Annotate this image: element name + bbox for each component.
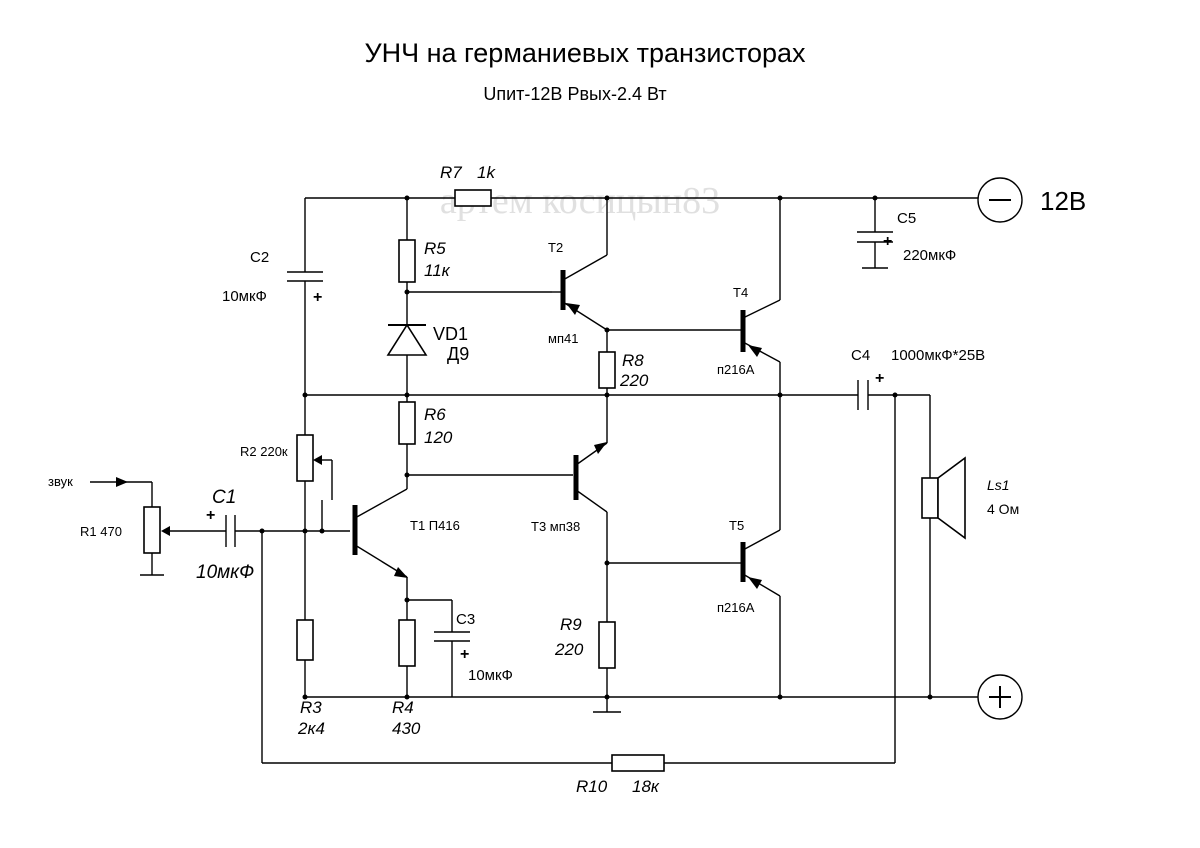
transistor-t5: T5 п216А — [717, 395, 781, 697]
c4-value: 1000мкФ*25В — [891, 347, 985, 364]
r6-name: R6 — [424, 405, 446, 424]
r10-name: R10 — [576, 777, 608, 796]
t4-value: п216А — [717, 362, 755, 377]
ls1-name: Ls1 — [987, 477, 1010, 493]
t2-name: T2 — [548, 240, 563, 255]
negative-supply-terminal: 12В — [977, 177, 1086, 223]
junction-dots — [259, 195, 933, 700]
r8-value: 220 — [619, 371, 649, 390]
r8-name: R8 — [622, 351, 644, 370]
supply-voltage-label: 12В — [1040, 186, 1086, 216]
capacitor-c1: + C1 10мкФ — [164, 487, 305, 583]
diagram-title: УНЧ на германиевых транзисторах — [364, 38, 806, 68]
t4-name: T4 — [733, 285, 748, 300]
resistor-r6: R6 120 — [398, 401, 453, 489]
resistor-r9: R9 220 — [554, 615, 621, 713]
minus-circle-icon — [977, 177, 1023, 223]
c5-plus-sign: + — [883, 233, 892, 250]
ls1-value: 4 Ом — [987, 501, 1019, 517]
c2-name: C2 — [250, 249, 269, 266]
diagram-subtitle: Uпит-12В Pвых-2.4 Вт — [483, 84, 666, 104]
resistor-r7: R7 1k — [440, 163, 496, 207]
c4-name: C4 — [851, 347, 870, 364]
r2-name: R2 220к — [240, 444, 288, 459]
c3-plus-sign: + — [460, 646, 469, 663]
c2-value: 10мкФ — [222, 288, 267, 305]
transistor-t2: T2 мп41 — [548, 198, 608, 346]
plus-circle-icon — [977, 674, 1023, 720]
speaker-ls1: Ls1 4 Ом — [921, 456, 1019, 540]
r1-name: R1 470 — [80, 524, 122, 539]
diode-vd1: VD1 Д9 — [386, 323, 469, 402]
resistor-r2: R2 220к — [240, 395, 333, 620]
c5-name: C5 — [897, 210, 916, 227]
r9-name: R9 — [560, 615, 582, 634]
c3-value: 10мкФ — [468, 667, 513, 684]
t5-name: T5 — [729, 518, 744, 533]
r9-value: 220 — [554, 640, 584, 659]
r5-name: R5 — [424, 239, 446, 258]
transistor-t1: T1 П416 — [305, 488, 460, 620]
transistor-t4: T4 п216А — [717, 198, 781, 395]
r4-name: R4 — [392, 698, 414, 717]
r7-name: R7 — [440, 163, 462, 182]
positive-supply-terminal — [977, 674, 1023, 720]
c3-name: C3 — [456, 611, 475, 628]
resistor-r4: R4 430 — [392, 619, 421, 738]
input-label: звук — [48, 474, 73, 489]
c5-value: 220мкФ — [903, 247, 956, 264]
t5-value: п216А — [717, 600, 755, 615]
r7-value: 1k — [477, 163, 496, 182]
r6-value: 120 — [424, 428, 453, 447]
c2-plus-sign: + — [313, 289, 322, 306]
c1-value: 10мкФ — [196, 562, 254, 583]
capacitor-c5: + C5 220мкФ — [857, 198, 956, 269]
r10-value: 18к — [632, 777, 660, 796]
c4-plus-sign: + — [875, 370, 884, 387]
c1-name: C1 — [212, 487, 236, 508]
vd1-value: Д9 — [447, 344, 469, 364]
resistor-r1: звук R1 470 — [48, 474, 170, 576]
capacitor-c4: + C4 1000мкФ*25В — [851, 347, 985, 410]
r3-name: R3 — [300, 698, 322, 717]
capacitor-c2: + C2 10мкФ — [222, 198, 323, 395]
resistor-r3: R3 2к4 — [296, 619, 325, 738]
t2-value: мп41 — [548, 331, 578, 346]
transistor-t3: T3 мп38 — [407, 395, 608, 622]
capacitor-c3: + C3 10мкФ — [407, 599, 513, 697]
t1-name: T1 П416 — [410, 518, 460, 533]
c1-plus-sign: + — [206, 507, 215, 524]
resistor-r5: R5 11к — [398, 198, 451, 325]
r5-value: 11к — [424, 261, 451, 280]
vd1-name: VD1 — [433, 324, 468, 344]
r4-value: 430 — [392, 719, 421, 738]
resistor-r10: R10 18к — [261, 395, 896, 796]
resistor-r8: R8 220 — [598, 330, 649, 395]
r3-value: 2к4 — [297, 719, 325, 738]
t3-name: T3 мп38 — [531, 519, 580, 534]
